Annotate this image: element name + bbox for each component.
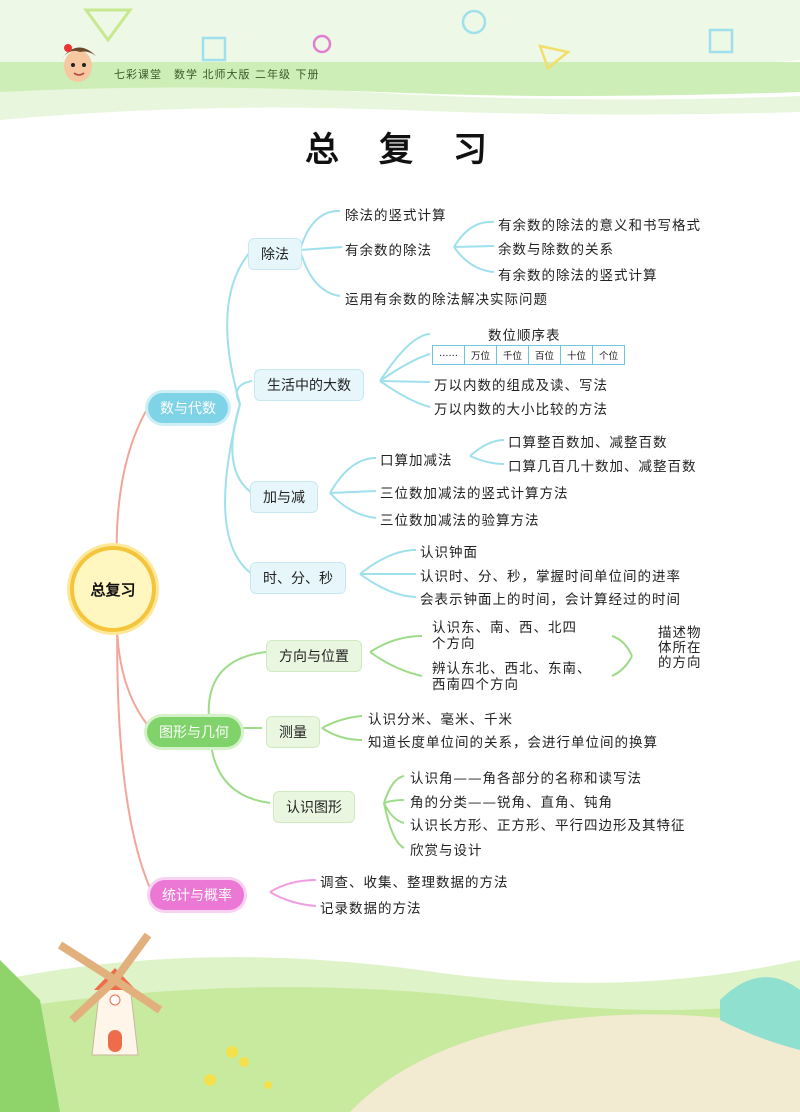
square-decor-icon [201, 36, 227, 62]
bignum-node: 生活中的大数 [254, 369, 364, 401]
direction-item: 辨认东北、西北、东南、 西南四个方向 [432, 661, 592, 693]
shapes-item: 欣赏与设计 [410, 843, 483, 859]
division-node: 除法 [248, 238, 302, 270]
measure-node: 测量 [266, 716, 320, 748]
shapes-node: 认识图形 [273, 791, 355, 823]
addsub-item: 口算加减法 [380, 453, 453, 469]
time-item: 认识时、分、秒，掌握时间单位间的进率 [420, 569, 681, 585]
place-table-cell: 十位 [561, 346, 594, 364]
division-sub-item: 有余数的除法的竖式计算 [498, 268, 658, 284]
circle-decor-icon [461, 9, 487, 35]
branch-geometry: 图形与几何 [147, 717, 241, 747]
direction-item-line: 西南四个方向 [432, 677, 519, 693]
direction-item-line: 个方向 [432, 636, 476, 652]
division-sub-item: 余数与除数的关系 [498, 242, 614, 258]
time-node: 时、分、秒 [250, 562, 346, 594]
measure-item: 知道长度单位间的关系，会进行单位间的换算 [368, 735, 658, 751]
direction-summary-line: 描述物 [658, 625, 702, 641]
division-item: 运用有余数的除法解决实际问题 [345, 292, 548, 308]
direction-node: 方向与位置 [266, 640, 362, 672]
circle-decor-icon [312, 34, 332, 54]
header-title: 七彩课堂 数学 北师大版 二年级 下册 [114, 68, 320, 81]
division-sub-item: 有余数的除法的意义和书写格式 [498, 218, 701, 234]
page-title: 总复习 [305, 130, 527, 170]
place-table-title: 数位顺序表 [488, 328, 561, 344]
place-table-cell: 个位 [593, 346, 625, 364]
shapes-item: 角的分类——锐角、直角、钝角 [410, 795, 613, 811]
windmill-icon [57, 932, 163, 1056]
root-label: 总复习 [90, 580, 136, 599]
square-decor-icon [708, 28, 734, 54]
time-item: 认识钟面 [420, 545, 478, 561]
bignum-item: 万以内数的组成及读、写法 [434, 378, 608, 394]
direction-item-line: 认识东、南、西、北四 [432, 620, 577, 636]
branch-statistics: 统计与概率 [150, 880, 244, 910]
place-table-cell: …… [433, 346, 465, 364]
shapes-item: 认识长方形、正方形、平行四边形及其特征 [410, 818, 686, 834]
branch-algebra: 数与代数 [148, 393, 228, 423]
bignum-item: 万以内数的大小比较的方法 [434, 402, 608, 418]
addsub-sub-item: 口算几百几十数加、减整百数 [508, 459, 697, 475]
place-table-cell: 百位 [529, 346, 562, 364]
mascot-icon [62, 44, 96, 82]
triangle-decor-icon [83, 8, 133, 43]
statistics-item: 调查、收集、整理数据的方法 [320, 875, 509, 891]
direction-summary-line: 的方向 [658, 655, 702, 671]
division-item: 有余数的除法 [345, 243, 432, 259]
direction-summary-line: 体所在 [658, 640, 702, 656]
shapes-item: 认识角——角各部分的名称和读写法 [410, 771, 642, 787]
addsub-item: 三位数加减法的竖式计算方法 [380, 486, 569, 502]
direction-item-line: 辨认东北、西北、东南、 [432, 661, 592, 677]
measure-item: 认识分米、毫米、千米 [368, 712, 513, 728]
time-item: 会表示钟面上的时间，会计算经过的时间 [420, 592, 681, 608]
triangle-decor-icon [538, 44, 571, 71]
direction-item: 认识东、南、西、北四 个方向 [432, 620, 577, 652]
addsub-sub-item: 口算整百数加、减整百数 [508, 435, 668, 451]
place-table-cell: 万位 [465, 346, 498, 364]
place-value-table: …… 万位 千位 百位 十位 个位 [432, 345, 626, 365]
statistics-item: 记录数据的方法 [320, 901, 422, 917]
direction-summary: 描述物 体所在 的方向 [658, 626, 702, 671]
root-node: 总复习 [70, 546, 156, 632]
addsub-item: 三位数加减法的验算方法 [380, 513, 540, 529]
division-item: 除法的竖式计算 [345, 208, 447, 224]
place-table-cell: 千位 [497, 346, 530, 364]
addsub-node: 加与减 [250, 481, 318, 513]
